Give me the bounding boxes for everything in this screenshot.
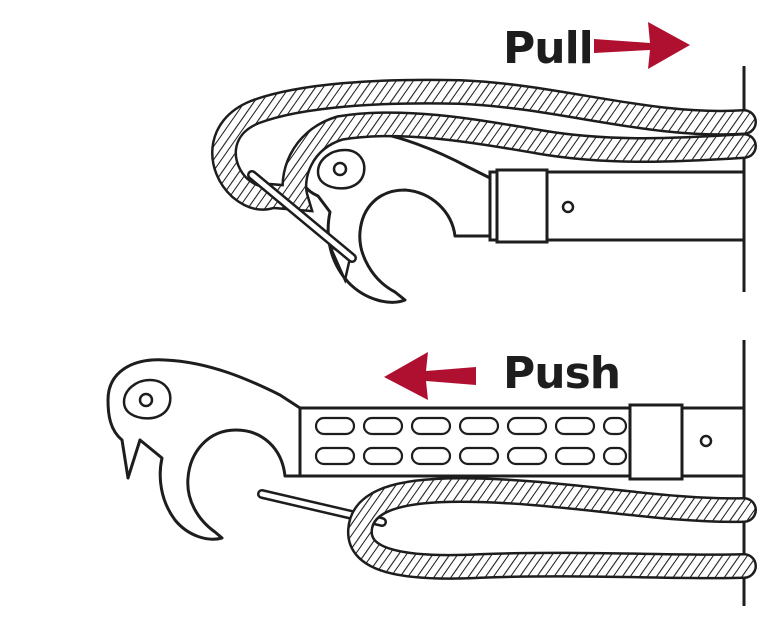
arrow-left-icon <box>384 352 476 400</box>
pull-label: Pull <box>503 23 594 74</box>
push-label: Push <box>503 348 621 399</box>
pull-scene <box>211 22 757 304</box>
push-scene <box>106 340 757 606</box>
collar-bottom <box>628 403 684 481</box>
pole-hole-bottom <box>699 434 713 448</box>
arrow-right-icon <box>594 22 690 69</box>
hook-pin-top <box>332 161 348 177</box>
slot-row-upper <box>314 416 628 436</box>
slot-row-lower <box>314 446 628 466</box>
collar-top <box>495 168 549 244</box>
hook-pin-bottom <box>138 392 154 408</box>
pole-hole-top <box>561 200 575 214</box>
